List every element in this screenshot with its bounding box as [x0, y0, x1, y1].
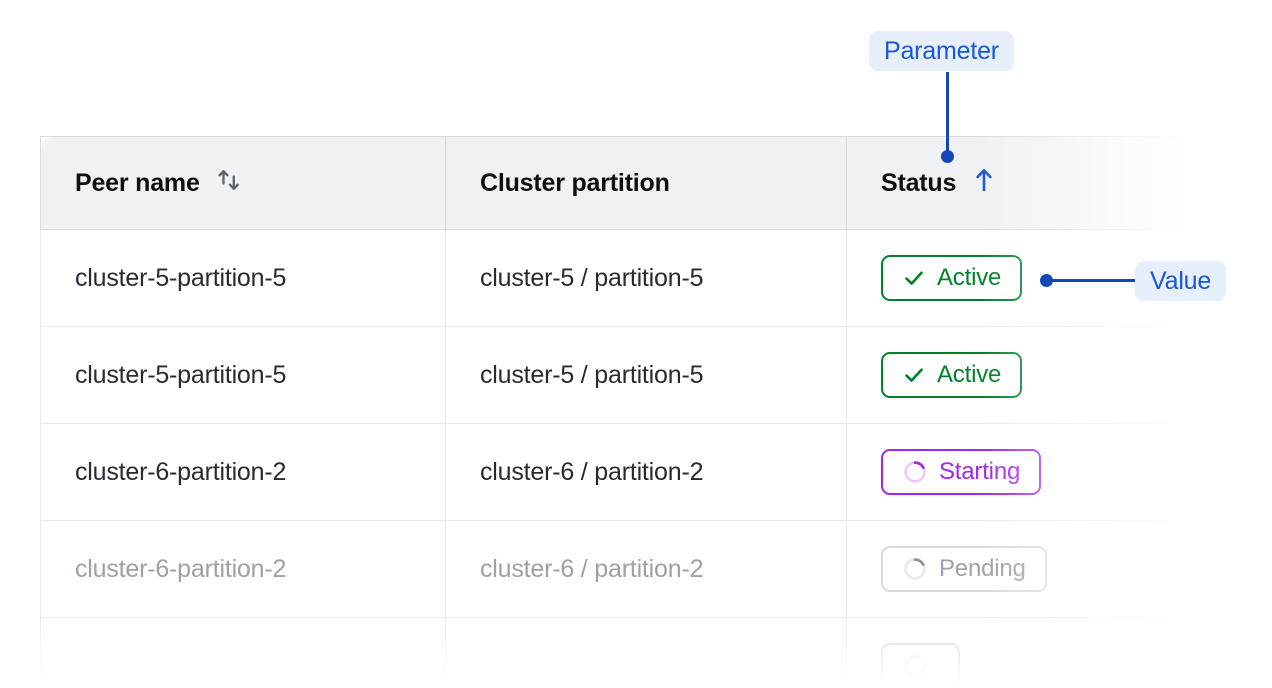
- status-badge-pending: Pending: [881, 546, 1047, 592]
- cell-status: Starting: [846, 423, 1190, 521]
- annotation-connector-value: [1046, 279, 1136, 282]
- cell-peer-name: cluster-6-partition-2: [40, 520, 446, 618]
- table-row[interactable]: cluster-5-partition-5 cluster-5 / partit…: [40, 326, 1190, 424]
- cell-cluster-partition: cluster-6 / partition-2: [445, 423, 847, 521]
- spinner-icon: [902, 459, 928, 485]
- status-badge-active: Active: [881, 255, 1023, 301]
- cell-cluster-partition: cluster-6 / partition-2: [445, 520, 847, 618]
- sort-arrow-up-icon[interactable]: [970, 165, 998, 202]
- cell-cluster-partition: [445, 617, 847, 688]
- status-badge-starting: Starting: [881, 449, 1042, 495]
- sort-updown-icon[interactable]: [214, 165, 244, 202]
- table-row[interactable]: cluster-5-partition-5 cluster-5 / partit…: [40, 229, 1190, 327]
- check-icon: [902, 266, 926, 290]
- cell-status: Pending: [846, 520, 1190, 618]
- spinner-icon: [902, 653, 928, 679]
- status-badge-label: Starting: [939, 458, 1021, 485]
- column-header-status[interactable]: Status: [846, 136, 1190, 230]
- annotation-label-value: Value: [1135, 261, 1227, 301]
- status-badge-label: Pending: [939, 555, 1026, 582]
- cell-peer-name: cluster-5-partition-5: [40, 229, 446, 327]
- table-row[interactable]: cluster-6-partition-2 cluster-6 / partit…: [40, 520, 1190, 618]
- annotation-label-parameter: Parameter: [869, 31, 1014, 71]
- column-header-cluster-partition[interactable]: Cluster partition: [445, 136, 847, 230]
- annotation-connector-parameter: [946, 72, 949, 154]
- annotation-dot-value: [1040, 274, 1053, 287]
- table-row[interactable]: cluster-6-partition-2 cluster-6 / partit…: [40, 423, 1190, 521]
- status-badge-pending: [881, 643, 960, 688]
- column-header-peer-name[interactable]: Peer name: [40, 136, 446, 230]
- status-badge-label: Active: [937, 361, 1002, 388]
- cell-status: [846, 617, 1190, 688]
- cell-status: Active: [846, 326, 1190, 424]
- table-body: cluster-5-partition-5 cluster-5 / partit…: [40, 229, 1190, 688]
- cell-status: Active: [846, 229, 1190, 327]
- status-badge-active: Active: [881, 352, 1023, 398]
- spinner-icon: [902, 556, 928, 582]
- column-header-cluster-partition-label: Cluster partition: [480, 168, 670, 197]
- cell-peer-name: [40, 617, 446, 688]
- table-header: Peer name: [40, 136, 1190, 230]
- cell-cluster-partition: cluster-5 / partition-5: [445, 229, 847, 327]
- cell-peer-name: cluster-6-partition-2: [40, 423, 446, 521]
- table-header-row: Peer name: [40, 136, 1190, 230]
- check-icon: [902, 363, 926, 387]
- column-header-peer-name-label: Peer name: [75, 168, 200, 197]
- column-header-status-label: Status: [881, 168, 957, 197]
- status-badge-label: Active: [937, 264, 1002, 291]
- annotation-dot-parameter: [941, 150, 954, 163]
- cell-peer-name: cluster-5-partition-5: [40, 326, 446, 424]
- peers-table: Peer name: [40, 136, 1190, 688]
- peers-table-container: Peer name: [40, 136, 1190, 688]
- cell-cluster-partition: cluster-5 / partition-5: [445, 326, 847, 424]
- table-row[interactable]: [40, 617, 1190, 688]
